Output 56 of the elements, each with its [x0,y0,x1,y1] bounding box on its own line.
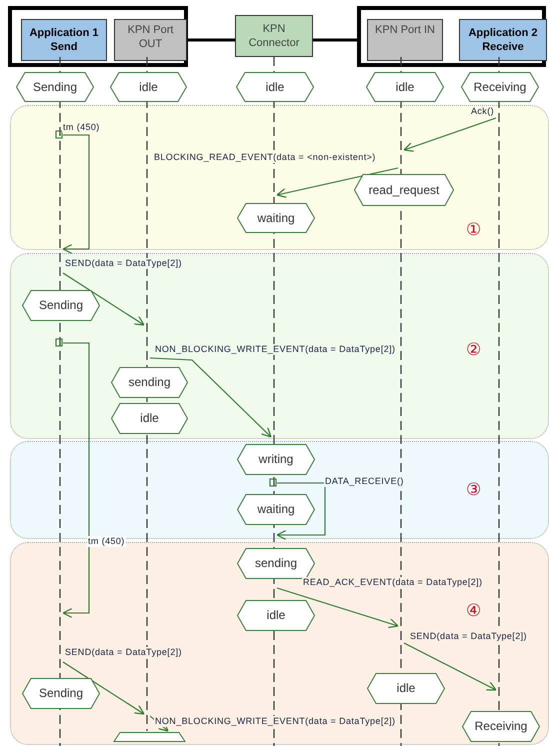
message-label: tm (450) [87,536,126,547]
message-arrow [403,117,496,152]
message-arrow [276,587,399,628]
state-hexagon: Sending [16,72,94,102]
state-hexagon: idle [111,403,188,434]
state-hexagon: sending [111,367,188,398]
state-hexagon: read_request [354,174,454,206]
state-hexagon: Receiving [461,72,539,102]
message-label: NON_BLOCKING_WRITE_EVENT(data = DataType[2]) [154,716,396,727]
message-arrow [62,662,145,715]
message-label: Ack() [470,106,495,117]
timer-arrow [55,338,90,618]
component-frame [357,6,546,67]
message-label: SEND(data = DataType[2]) [64,647,183,658]
lifeline-head: KPN Port OUT [114,19,187,61]
lifeline-head: Application 2 Receive [459,19,547,61]
lifeline-head: KPN Connector [235,15,313,57]
state-hexagon: idle [236,72,314,102]
message-arrow [150,357,272,438]
timer-arrow [55,130,90,254]
message-arrow [150,716,169,732]
timer-arrow [269,478,326,540]
phase-number: ④ [466,603,482,620]
phase-band [10,105,549,250]
state-hexagon [111,732,188,742]
state-hexagon: idle [366,72,444,102]
message-label: READ_ACK_EVENT(data = DataType[2]) [302,577,484,588]
state-hexagon: idle [237,600,315,631]
lifeline-head: Application 1 Send [21,19,107,61]
state-hexagon: Receiving [462,711,540,742]
phase-band [10,253,549,439]
state-hexagon: waiting [237,494,315,525]
message-label: tm (450) [62,122,101,133]
connector-line [188,38,235,42]
message-label: SEND(data = DataType[2]) [64,258,183,269]
message-arrow [404,642,497,691]
phase-number: ③ [466,482,482,499]
message-arrow [62,272,145,326]
state-hexagon: sending [237,548,315,579]
message-label: SEND(data = DataType[2]) [409,631,528,642]
message-label: DATA_RECEIVE() [324,476,405,487]
connector-line [313,38,357,42]
phase-number: ① [466,222,482,239]
lifeline-head: KPN Port IN [367,19,443,61]
state-hexagon: waiting [237,203,315,233]
state-hexagon: Sending [22,678,100,709]
message-label: NON_BLOCKING_WRITE_EVENT(data = DataType[2]) [154,344,396,355]
phase-number: ② [466,342,482,359]
state-hexagon: idle [367,673,445,704]
phase-band [10,441,549,539]
state-hexagon: writing [237,444,315,475]
state-hexagon: idle [110,72,187,102]
message-arrow [276,167,398,198]
state-hexagon: Sending [22,290,100,321]
component-frame [8,6,188,67]
message-label: BLOCKING_READ_EVENT(data = <non-existent>) [153,152,377,163]
